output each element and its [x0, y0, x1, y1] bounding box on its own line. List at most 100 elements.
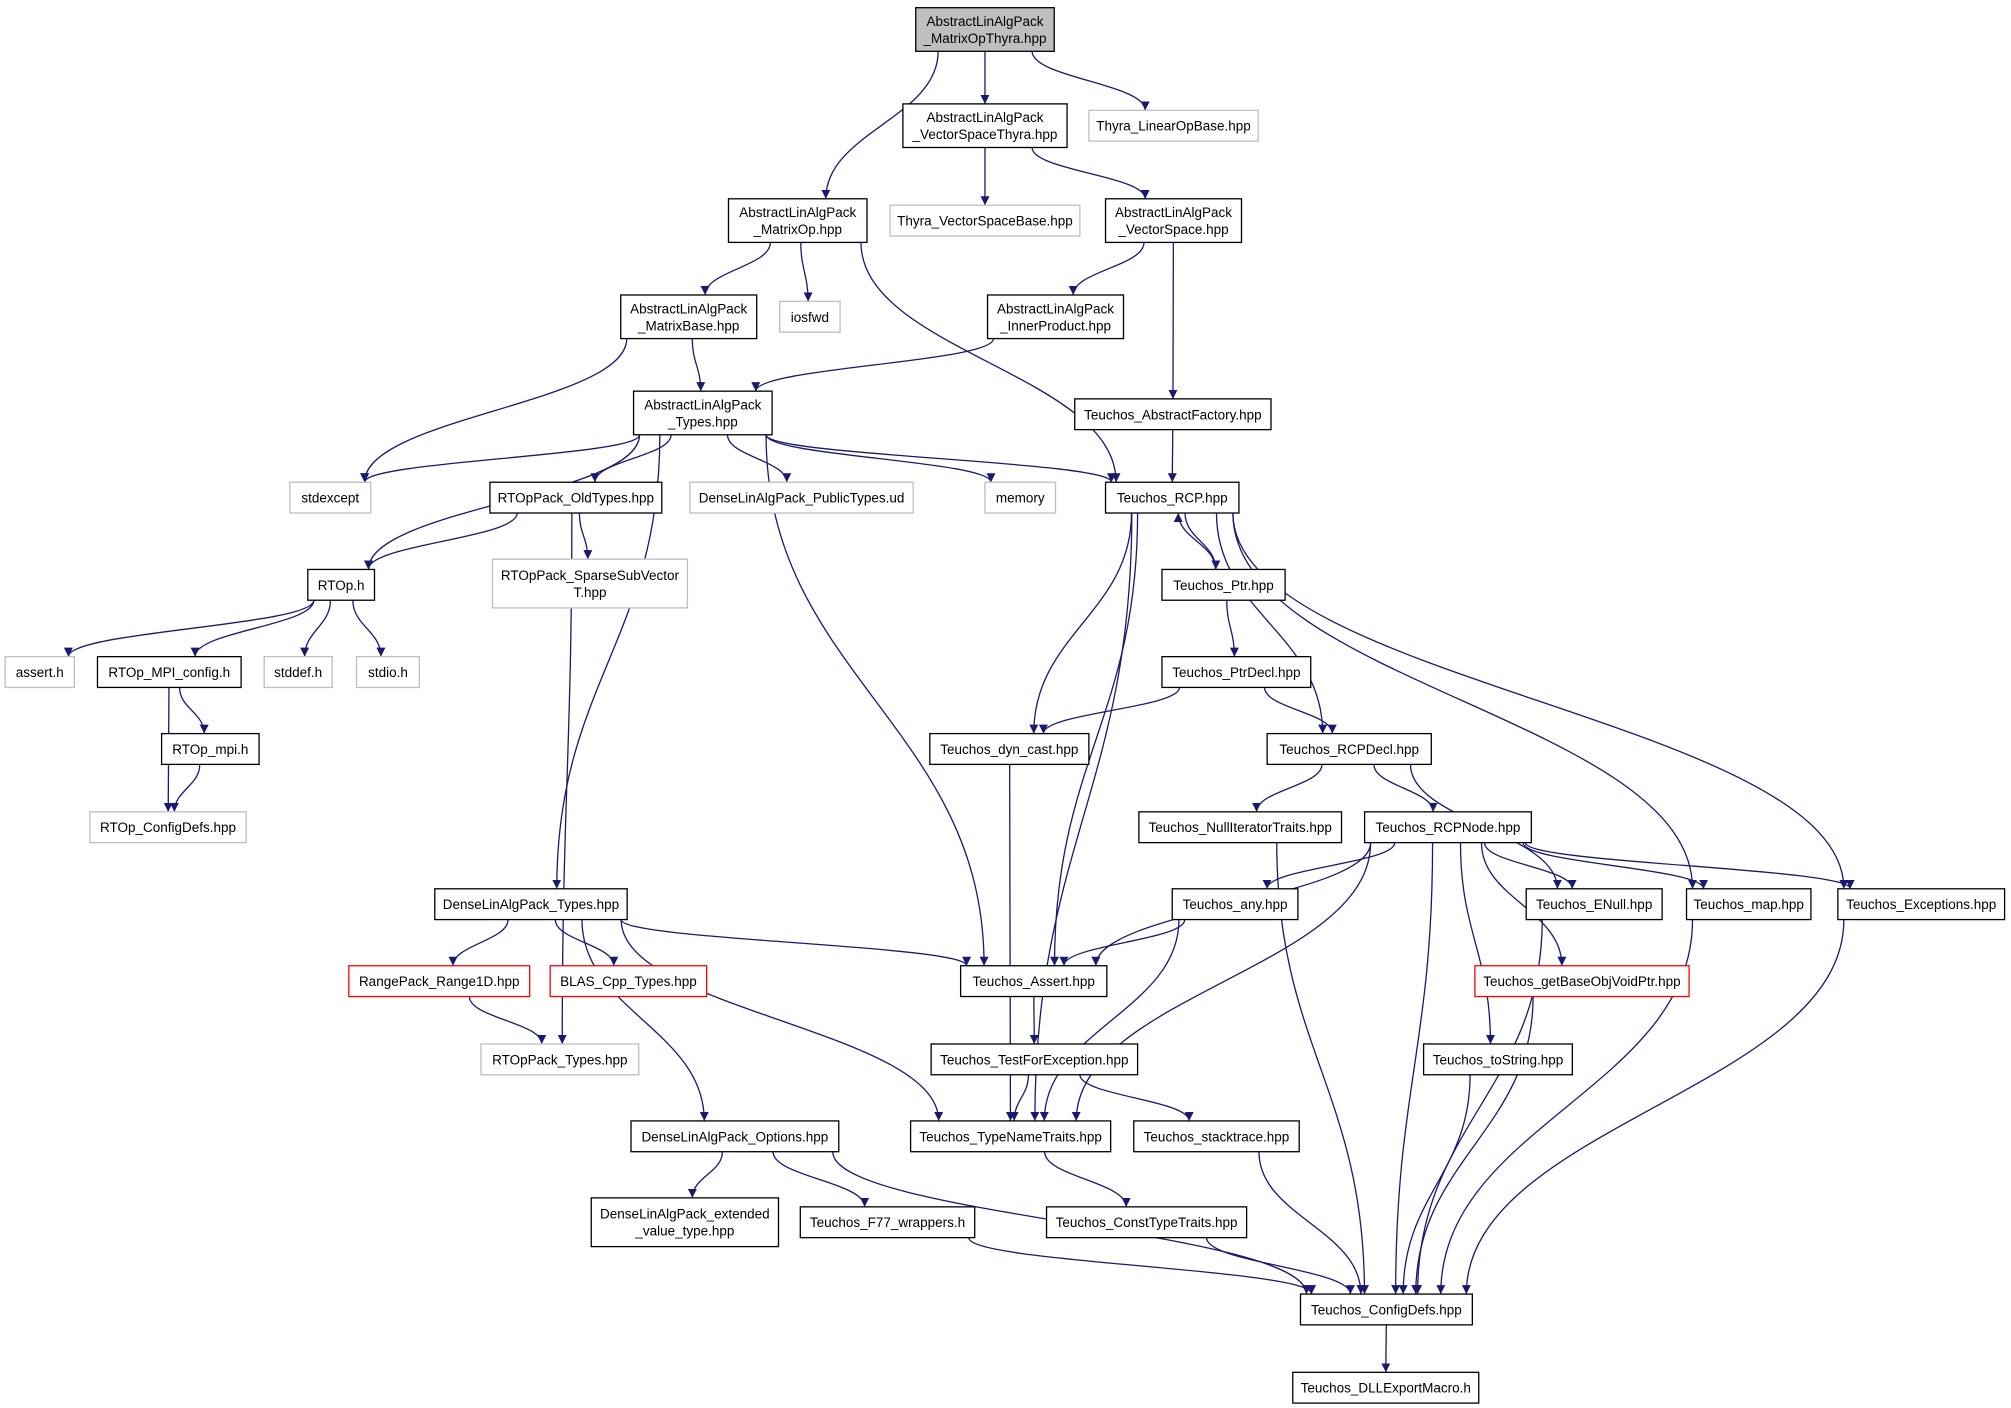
node-box-mop[interactable] [727, 198, 868, 244]
node-rcpdecl[interactable]: Teuchos_RCPDecl.hpp [1266, 732, 1432, 766]
node-dlaext[interactable]: DenseLinAlgPack_extended_value_type.hpp [590, 1197, 780, 1248]
node-box-mb[interactable] [620, 294, 758, 340]
node-box-stdio[interactable] [355, 656, 421, 689]
node-dyncast[interactable]: Teuchos_dyn_cast.hpp [929, 732, 1090, 766]
node-stdio[interactable]: stdio.h [355, 656, 421, 689]
node-rcpnode[interactable]: Teuchos_RCPNode.hpp [1363, 811, 1532, 844]
node-dlaopt[interactable]: DenseLinAlgPack_Options.hpp [630, 1120, 840, 1153]
node-box-stddef[interactable] [263, 656, 333, 689]
node-box-ptrdecl[interactable] [1161, 656, 1312, 689]
node-rcp[interactable]: Teuchos_RCP.hpp [1104, 481, 1240, 514]
node-box-oldtypes[interactable] [489, 481, 663, 514]
node-box-ip[interactable] [986, 294, 1125, 340]
node-exceptions[interactable]: Teuchos_Exceptions.hpp [1837, 888, 2006, 921]
node-box-absfac[interactable] [1074, 398, 1272, 431]
node-box-vst[interactable] [902, 103, 1068, 149]
node-stddef[interactable]: stddef.h [263, 656, 333, 689]
node-f77[interactable]: Teuchos_F77_wrappers.h [799, 1206, 976, 1239]
node-box-mpih[interactable] [160, 732, 260, 766]
node-box-rtopcfg[interactable] [89, 811, 247, 844]
node-box-ssv[interactable] [491, 558, 689, 609]
node-ptrdecl[interactable]: Teuchos_PtrDecl.hpp [1161, 656, 1312, 689]
node-box-typename[interactable] [909, 1120, 1112, 1153]
node-box-asserth[interactable] [4, 656, 76, 689]
node-box-cfgdefs[interactable] [1299, 1293, 1473, 1326]
node-box-thylop[interactable] [1088, 109, 1259, 142]
node-dlapub[interactable]: DenseLinAlgPack_PublicTypes.ud [689, 481, 914, 514]
node-ip[interactable]: AbstractLinAlgPack_InnerProduct.hpp [986, 294, 1125, 340]
node-box-mpicfg[interactable] [96, 656, 242, 689]
node-absfac[interactable]: Teuchos_AbstractFactory.hpp [1074, 398, 1272, 431]
node-blas[interactable]: BLAS_Cpp_Types.hpp [549, 965, 708, 998]
node-types[interactable]: AbstractLinAlgPack_Types.hpp [632, 390, 773, 436]
node-memory[interactable]: memory [984, 481, 1057, 514]
node-any[interactable]: Teuchos_any.hpp [1171, 888, 1299, 921]
node-box-root[interactable] [915, 7, 1055, 52]
node-map[interactable]: Teuchos_map.hpp [1685, 888, 1812, 921]
node-nullit[interactable]: Teuchos_NullIteratorTraits.hpp [1138, 811, 1343, 844]
node-dllexp[interactable]: Teuchos_DLLExportMacro.h [1292, 1371, 1480, 1404]
node-box-dllexp[interactable] [1292, 1371, 1480, 1404]
node-box-memory[interactable] [984, 481, 1057, 514]
node-oldtypes[interactable]: RTOpPack_OldTypes.hpp [489, 481, 663, 514]
node-testexc[interactable]: Teuchos_TestForException.hpp [930, 1043, 1139, 1076]
node-box-iosfwd[interactable] [779, 300, 841, 333]
node-box-vs[interactable] [1104, 198, 1243, 244]
node-assert[interactable]: Teuchos_Assert.hpp [959, 965, 1108, 998]
node-range1d[interactable]: RangePack_Range1D.hpp [348, 965, 531, 998]
node-box-nullit[interactable] [1138, 811, 1343, 844]
node-stdexcept[interactable]: stdexcept [289, 481, 372, 514]
node-box-dyncast[interactable] [929, 732, 1090, 766]
node-rtopcfg[interactable]: RTOp_ConfigDefs.hpp [89, 811, 247, 844]
node-box-range1d[interactable] [348, 965, 531, 998]
node-box-dlapub[interactable] [689, 481, 914, 514]
node-thyvsb[interactable]: Thyra_VectorSpaceBase.hpp [889, 204, 1081, 237]
node-box-any[interactable] [1171, 888, 1299, 921]
node-iosfwd[interactable]: iosfwd [779, 300, 841, 333]
node-stack[interactable]: Teuchos_stacktrace.hpp [1133, 1120, 1300, 1153]
node-mb[interactable]: AbstractLinAlgPack_MatrixBase.hpp [620, 294, 758, 340]
node-box-rtoph[interactable] [307, 568, 376, 601]
node-box-assert[interactable] [959, 965, 1108, 998]
node-getbase[interactable]: Teuchos_getBaseObjVoidPtr.hpp [1474, 965, 1690, 998]
node-tostring[interactable]: Teuchos_toString.hpp [1422, 1043, 1574, 1076]
node-mpih[interactable]: RTOp_mpi.h [160, 732, 260, 766]
node-box-map[interactable] [1685, 888, 1812, 921]
node-mpicfg[interactable]: RTOp_MPI_config.h [96, 656, 242, 689]
node-vst[interactable]: AbstractLinAlgPack_VectorSpaceThyra.hpp [902, 103, 1068, 149]
node-vs[interactable]: AbstractLinAlgPack_VectorSpace.hpp [1104, 198, 1243, 244]
node-box-stack[interactable] [1133, 1120, 1300, 1153]
node-typename[interactable]: Teuchos_TypeNameTraits.hpp [909, 1120, 1112, 1153]
node-box-f77[interactable] [799, 1206, 976, 1239]
node-asserth[interactable]: assert.h [4, 656, 76, 689]
node-box-dlaext[interactable] [590, 1197, 780, 1248]
node-box-types[interactable] [632, 390, 773, 436]
node-dlatypes[interactable]: DenseLinAlgPack_Types.hpp [434, 888, 628, 921]
node-box-blas[interactable] [549, 965, 708, 998]
node-box-dlatypes[interactable] [434, 888, 628, 921]
node-enull[interactable]: Teuchos_ENull.hpp [1525, 888, 1663, 921]
node-box-ptr[interactable] [1161, 568, 1286, 601]
node-root[interactable]: AbstractLinAlgPack_MatrixOpThyra.hpp [915, 7, 1055, 52]
node-box-rcpnode[interactable] [1363, 811, 1532, 844]
node-box-exceptions[interactable] [1837, 888, 2006, 921]
node-cfgdefs[interactable]: Teuchos_ConfigDefs.hpp [1299, 1293, 1473, 1326]
node-ptr[interactable]: Teuchos_Ptr.hpp [1161, 568, 1286, 601]
node-box-rcp[interactable] [1104, 481, 1240, 514]
node-thylop[interactable]: Thyra_LinearOpBase.hpp [1088, 109, 1259, 142]
node-consttt[interactable]: Teuchos_ConstTypeTraits.hpp [1045, 1206, 1248, 1239]
node-box-thyvsb[interactable] [889, 204, 1081, 237]
node-rtoph[interactable]: RTOp.h [307, 568, 376, 601]
node-box-testexc[interactable] [930, 1043, 1139, 1076]
node-mop[interactable]: AbstractLinAlgPack_MatrixOp.hpp [727, 198, 868, 244]
node-box-stdexcept[interactable] [289, 481, 372, 514]
node-box-dlaopt[interactable] [630, 1120, 840, 1153]
node-box-rcpdecl[interactable] [1266, 732, 1432, 766]
node-box-rtoptypes[interactable] [480, 1043, 640, 1076]
node-box-tostring[interactable] [1422, 1043, 1574, 1076]
node-box-consttt[interactable] [1045, 1206, 1248, 1239]
node-box-enull[interactable] [1525, 888, 1663, 921]
node-box-getbase[interactable] [1474, 965, 1690, 998]
node-rtoptypes[interactable]: RTOpPack_Types.hpp [480, 1043, 640, 1076]
